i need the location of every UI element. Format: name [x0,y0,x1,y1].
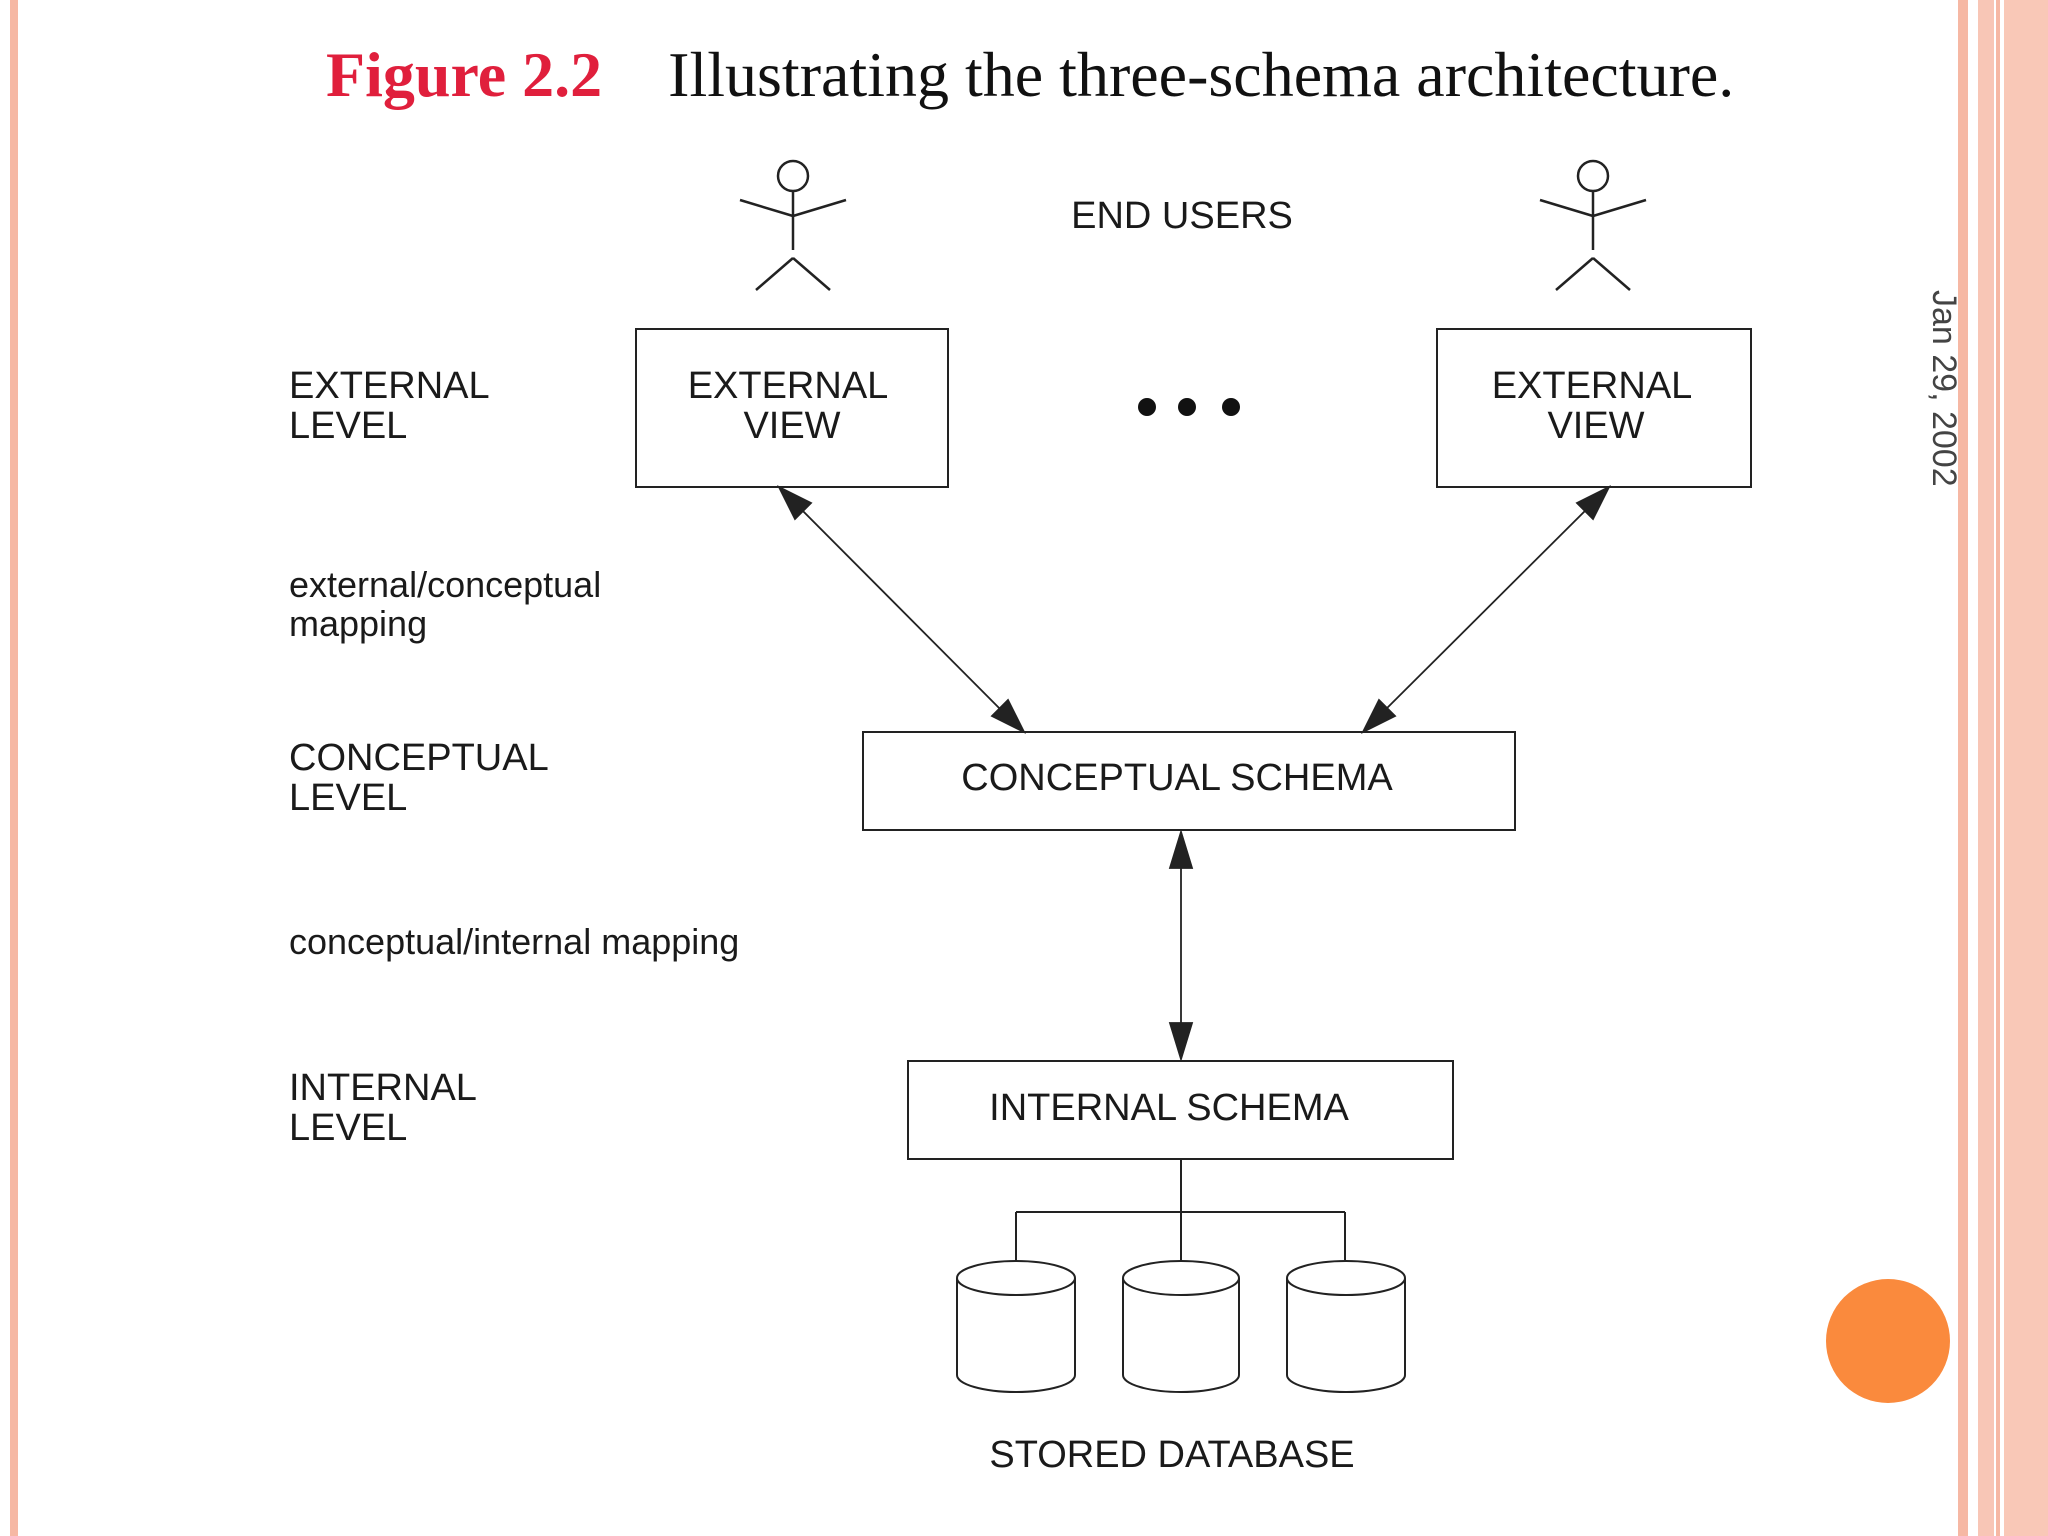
accent-circle [1826,1279,1950,1403]
internal-schema-box [907,1060,1454,1160]
slide-title: Figure 2.2 Illustrating the three-schema … [326,38,1734,112]
conceptual-schema-box [862,731,1516,831]
stored-database-label: STORED DATABASE [989,1434,1354,1476]
arrowhead-left-top [776,484,813,521]
mapping-arrows [776,484,1612,1063]
database-cylinder-2 [1122,1260,1240,1393]
right-border-stripe-3 [1996,0,2000,1536]
external-view-right-line2: VIEW [1547,405,1644,447]
external-level-label-1: EXTERNAL [289,365,490,407]
internal-level-label-2: LEVEL [289,1107,407,1149]
slide-date: Jan 29, 2002 [1925,290,1963,487]
internal-level-label-1: INTERNAL [289,1067,477,1109]
arrowhead-right-top [1575,484,1612,521]
external-level-label-2: LEVEL [289,405,407,447]
ext-mapping-label-1: external/conceptual [289,564,601,605]
ext-mapping-label-2: mapping [289,603,427,644]
database-cylinder-3 [1286,1260,1406,1393]
external-view-left-line2: VIEW [743,405,840,447]
arrowhead-vertical-top [1168,828,1194,869]
left-border-stripe [10,0,18,1536]
conceptual-level-label-2: LEVEL [289,777,407,819]
end-user-icon-right [1539,159,1647,291]
ellipsis-dots [1138,398,1240,416]
external-view-right-line1: EXTERNAL [1492,365,1693,407]
int-mapping-label: conceptual/internal mapping [289,921,739,962]
end-user-icon-left [739,159,847,291]
internal-schema-label: INTERNAL SCHEMA [989,1087,1349,1129]
conceptual-schema-label: CONCEPTUAL SCHEMA [961,757,1393,799]
database-cylinder-1 [956,1260,1076,1393]
right-border-stripe-2 [1978,0,1994,1536]
right-border-stripe-1 [1958,0,1968,1536]
arrowhead-right-bottom [1360,698,1397,735]
external-view-box-left [635,328,949,488]
figure-caption: Illustrating the three-schema architectu… [668,39,1735,110]
external-view-left-line1: EXTERNAL [688,365,889,407]
right-border-stripe-4 [2004,0,2048,1536]
external-view-box-right [1436,328,1752,488]
conceptual-level-label-1: CONCEPTUAL [289,737,549,779]
end-users-label: END USERS [1071,195,1293,237]
database-connectors [1015,1159,1346,1260]
figure-label: Figure 2.2 [326,39,603,110]
arrowhead-left-bottom [990,698,1027,735]
arrowhead-vertical-bottom [1168,1022,1194,1063]
